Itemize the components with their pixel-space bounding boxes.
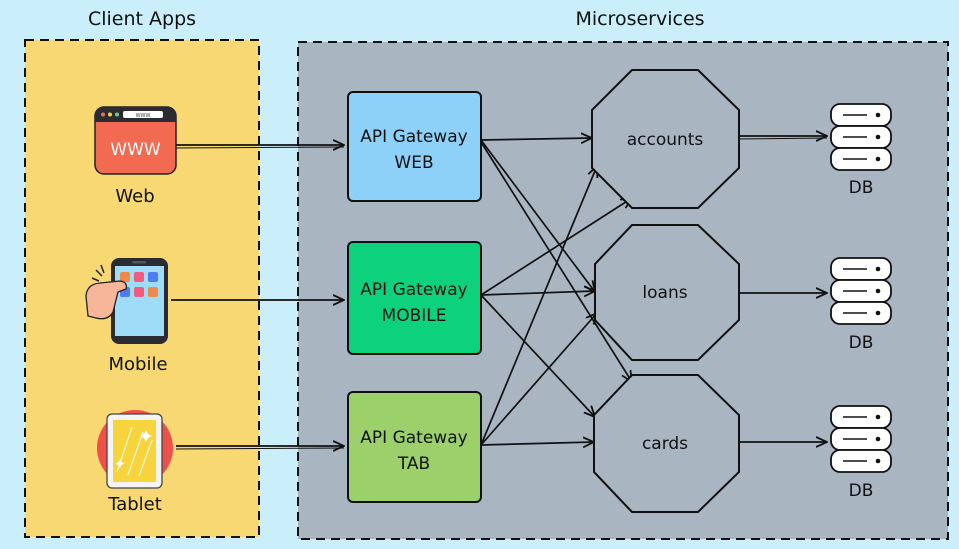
web-icon-text: WWW <box>110 140 161 160</box>
db1-label: DB <box>849 178 874 198</box>
mobile-phone-icon <box>85 258 168 344</box>
service-accounts-label: accounts <box>627 130 704 150</box>
web-icon-bar-text: WWW <box>136 113 151 119</box>
web-browser-icon: WWW WWW <box>94 106 177 175</box>
database-icon <box>830 405 892 473</box>
db3-label: DB <box>849 481 874 501</box>
service-loans: loans <box>594 224 740 361</box>
gateway-mobile: API Gateway MOBILE <box>347 241 482 355</box>
gateway-tab-line1: API Gateway <box>360 428 467 448</box>
web-client-label: Web <box>115 186 154 207</box>
service-accounts: accounts <box>591 69 740 209</box>
service-loans-label: loans <box>642 283 687 303</box>
tablet-client-label: Tablet <box>107 494 162 515</box>
gateway-web-line2: WEB <box>394 153 433 173</box>
gateway-mobile-line1: API Gateway <box>360 280 467 300</box>
gateway-web-line1: API Gateway <box>360 127 467 147</box>
database-icon <box>830 257 892 325</box>
gateway-tab: API Gateway TAB <box>347 391 482 503</box>
service-cards: cards <box>593 374 740 513</box>
gateway-tab-line2: TAB <box>397 454 430 474</box>
client-apps-title: Client Apps <box>88 8 196 30</box>
microservices-title: Microservices <box>575 8 704 30</box>
tablet-icon <box>97 410 173 489</box>
gateway-web: API Gateway WEB <box>347 91 482 202</box>
service-cards-label: cards <box>642 434 688 454</box>
gateway-mobile-line2: MOBILE <box>382 306 447 326</box>
db2-label: DB <box>849 333 874 353</box>
gateway-to-service-arrows <box>480 138 632 445</box>
mobile-client-label: Mobile <box>108 354 167 375</box>
database-icon <box>830 103 892 171</box>
